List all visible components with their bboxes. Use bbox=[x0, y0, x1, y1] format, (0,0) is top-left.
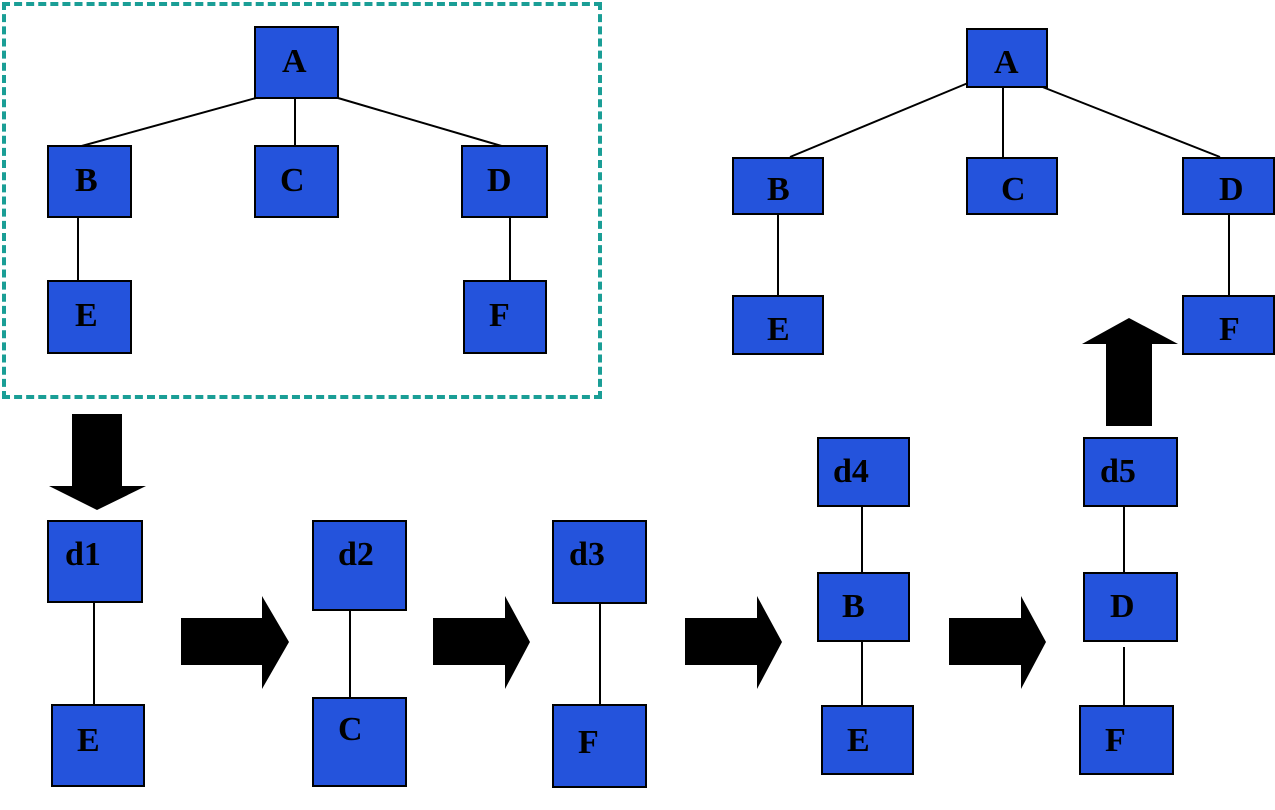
step5-node-d5: d5 bbox=[1083, 437, 1178, 507]
node-label: E bbox=[767, 311, 790, 348]
arrow-right-icon bbox=[685, 596, 782, 689]
node-a: A bbox=[254, 26, 339, 99]
step5-node-d: D bbox=[1083, 572, 1178, 642]
node-f: F bbox=[463, 280, 547, 354]
node-label: A bbox=[994, 44, 1019, 81]
node-label: B bbox=[75, 162, 98, 199]
edge-a-d bbox=[337, 97, 506, 148]
node-label: E bbox=[75, 297, 98, 334]
node-label: d1 bbox=[65, 536, 101, 573]
step3-node-f: F bbox=[552, 704, 647, 788]
node-label: C bbox=[338, 711, 363, 748]
node-label: F bbox=[1219, 311, 1240, 348]
step4-node-b: B bbox=[817, 572, 910, 642]
step2-node-d2: d2 bbox=[312, 520, 407, 611]
result-node-e: E bbox=[732, 295, 824, 355]
node-label: C bbox=[280, 162, 305, 199]
step2-node-c: C bbox=[312, 697, 407, 787]
node-label: d3 bbox=[569, 536, 605, 573]
result-node-b: B bbox=[732, 157, 824, 215]
node-label: F bbox=[489, 297, 510, 334]
step3-node-d3: d3 bbox=[552, 520, 647, 604]
node-label: F bbox=[578, 724, 599, 761]
arrow-right-icon bbox=[181, 596, 289, 689]
node-label: C bbox=[1001, 171, 1026, 208]
node-d: D bbox=[461, 145, 548, 218]
step1-node-d1: d1 bbox=[47, 520, 143, 603]
node-label: A bbox=[282, 43, 307, 80]
node-label: D bbox=[487, 162, 512, 199]
node-label: E bbox=[77, 722, 100, 759]
original-tree-frame bbox=[2, 2, 602, 399]
node-label: d4 bbox=[833, 453, 869, 490]
result-node-d: D bbox=[1182, 157, 1275, 215]
edge-a-b bbox=[77, 97, 257, 148]
node-label: D bbox=[1110, 588, 1135, 625]
node-label: B bbox=[842, 588, 865, 625]
edge-a-d-result bbox=[1039, 85, 1221, 158]
node-label: d2 bbox=[338, 536, 374, 573]
node-label: B bbox=[767, 171, 790, 208]
node-e: E bbox=[47, 280, 132, 354]
step5-node-f: F bbox=[1079, 705, 1174, 775]
arrow-right-icon bbox=[949, 596, 1046, 689]
edge-a-b-result bbox=[789, 82, 969, 158]
node-label: F bbox=[1105, 722, 1126, 759]
result-node-a: A bbox=[966, 28, 1048, 88]
result-node-f: F bbox=[1182, 295, 1275, 355]
node-label: E bbox=[847, 722, 870, 759]
step4-node-e: E bbox=[821, 705, 914, 775]
node-c: C bbox=[254, 145, 339, 218]
step1-node-e: E bbox=[51, 704, 145, 787]
step4-node-d4: d4 bbox=[817, 437, 910, 507]
node-b: B bbox=[47, 145, 132, 218]
node-label: D bbox=[1219, 171, 1244, 208]
result-node-c: C bbox=[966, 157, 1058, 215]
arrow-down-icon bbox=[49, 414, 146, 510]
node-label: d5 bbox=[1100, 453, 1136, 490]
arrow-right-icon bbox=[433, 596, 530, 689]
arrow-up-icon bbox=[1082, 318, 1178, 426]
